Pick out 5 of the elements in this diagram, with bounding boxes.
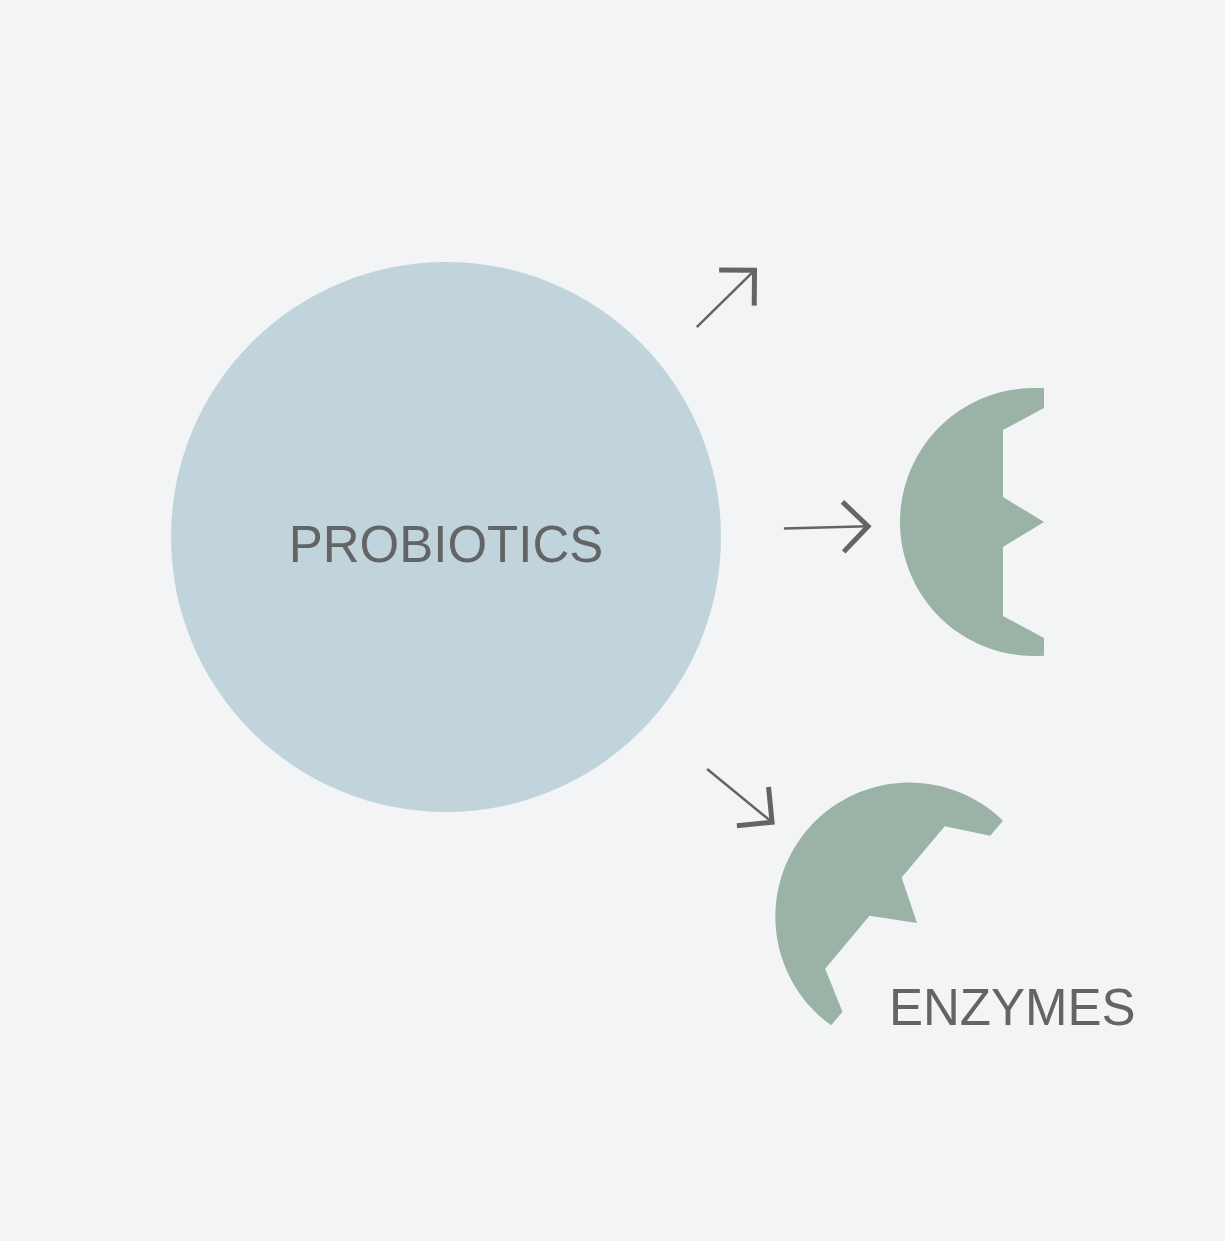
node-label: PROBIOTICS [288,519,604,570]
arrow [783,499,871,555]
diagram-label: ENZYMES [889,982,1136,1033]
arrow [706,768,775,829]
arrow [695,267,757,328]
